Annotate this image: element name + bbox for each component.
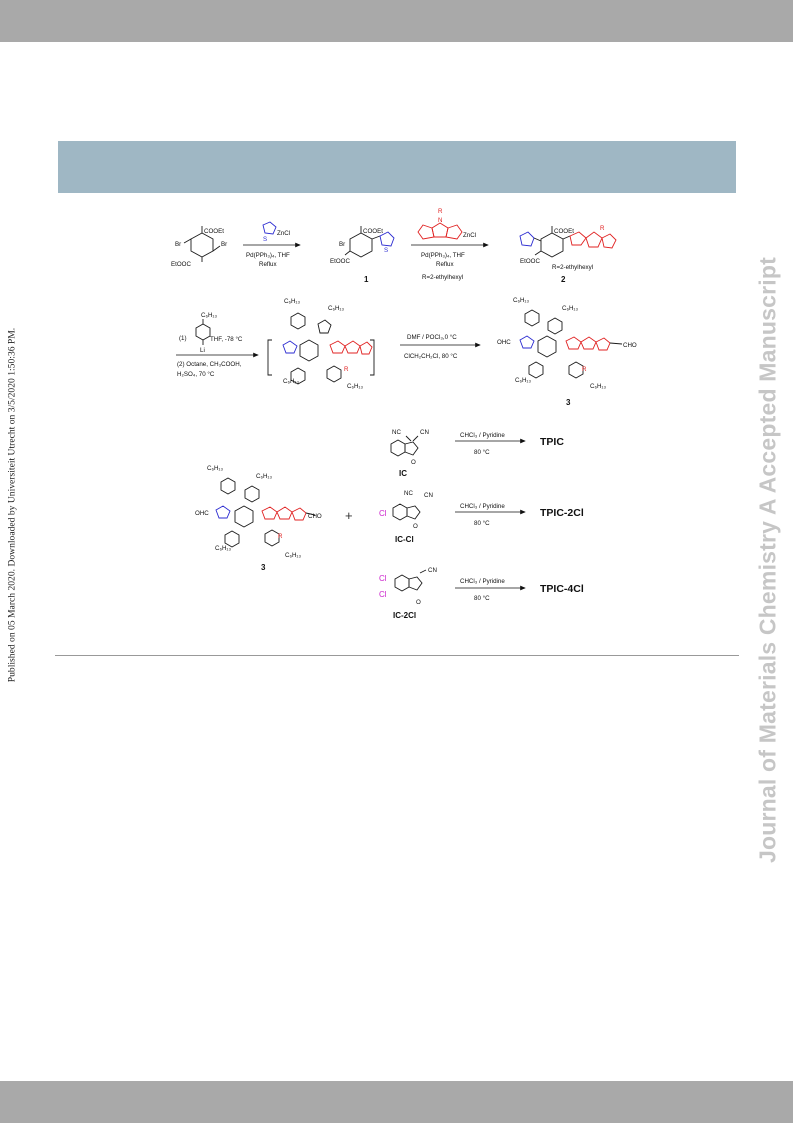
acceptor-ic-cl: NC CN Cl O IC-Cl <box>379 490 433 544</box>
c2-r: R <box>600 225 605 232</box>
int-hexyl-4: C₆H₁₃ <box>347 383 364 390</box>
c1-ester-top: COOEt <box>363 228 383 235</box>
c3r3-hexyl-3: C₆H₁₃ <box>215 545 232 552</box>
compound-2: COOEt R EtOOC R=2-ethylhexyl 2 <box>519 225 617 284</box>
iccl-cn: CN <box>424 492 433 499</box>
intermediate: C₆H₁₃ C₆H₁₃ C₆H₁₃ C₆H₁₃ R <box>267 298 375 390</box>
ic-nc: NC <box>392 429 401 436</box>
c3r3-r: R <box>278 533 283 540</box>
starting-material: COOEt Br Br EtOOC <box>171 226 227 268</box>
reagent2-n: N <box>438 217 442 224</box>
cond1-reflux: Reflux <box>259 261 277 268</box>
cond-temp-3: 80 °C <box>474 595 490 602</box>
reagent2-r: R <box>438 208 443 215</box>
reagent-dtp-zinc: R N ZnCl <box>417 208 476 240</box>
acceptor-ic: NC CN O IC <box>390 429 429 478</box>
li-step-number: (1) <box>179 335 187 342</box>
sm-bromo-1: Br <box>175 241 181 248</box>
compound-3-label-row3: 3 <box>261 563 266 572</box>
sm-ester-top: COOEt <box>204 228 224 235</box>
cond4-vilsmeier: DMF / POCl₃,0 °C <box>407 334 457 341</box>
cond1-catalyst: Pd(PPh₃)₄, THF <box>246 252 290 259</box>
iccl-nc: NC <box>404 490 413 497</box>
ic2cl-oxygen: O <box>416 599 421 606</box>
figure-header-band <box>58 141 736 193</box>
ic2cl-chlorine-2: Cl <box>379 590 387 599</box>
cond4-dce: ClCH₂CH₂Cl, 80 °C <box>404 353 458 360</box>
cond-solvent-3: CHCl₃ / Pyridine <box>460 578 505 585</box>
bottom-bar <box>0 1081 793 1123</box>
reagent-thienylzinc: S ZnCl <box>262 221 290 243</box>
cond2-catalyst: Pd(PPh₃)₄, THF <box>421 252 465 259</box>
compound-3-label-row2: 3 <box>566 398 571 407</box>
cond-temp-2: 80 °C <box>474 520 490 527</box>
ic2cl-cn: CN <box>428 567 437 574</box>
int-hexyl-2: C₆H₁₃ <box>328 305 345 312</box>
compound-3-row2: C₆H₁₃ C₆H₁₃ C₆H₁₃ C₆H₁₃ OHC CHO R 3 <box>497 297 637 407</box>
product-tpic-4cl: TPIC-4Cl <box>540 583 584 595</box>
c3r3-hexyl-1: C₆H₁₃ <box>207 465 224 472</box>
compound-2-label: 2 <box>561 275 566 284</box>
iccl-oxygen: O <box>413 523 418 530</box>
c2-ester-bottom: EtOOC <box>520 258 540 265</box>
top-bar <box>0 0 793 42</box>
c3r3-hexyl-4: C₆H₁₃ <box>285 552 302 559</box>
c3r2-hexyl-2: C₆H₁₃ <box>562 305 579 312</box>
c3r2-hexyl-1: C₆H₁₃ <box>513 297 530 304</box>
li-hexyl: C₆H₁₃ <box>201 312 218 319</box>
cond3-octane: (2) Octane, CH₃COOH, <box>177 361 242 368</box>
cond-solvent-1: CHCl₃ / Pyridine <box>460 432 505 439</box>
li-li: Li <box>200 347 205 354</box>
cond-temp-1: 80 °C <box>474 449 490 456</box>
c2-r-note: R=2-ethylhexyl <box>552 264 593 271</box>
c2-ester-top: COOEt <box>554 228 574 235</box>
c3r2-ohc: OHC <box>497 339 511 346</box>
int-hexyl-1: C₆H₁₃ <box>284 298 301 305</box>
c3r2-cho: CHO <box>623 342 637 349</box>
cond-solvent-2: CHCl₃ / Pyridine <box>460 503 505 510</box>
int-hexyl-3: C₆H₁₃ <box>283 378 300 385</box>
reagent2-znc: ZnCl <box>463 232 476 239</box>
c3r3-cho: CHO <box>308 513 322 520</box>
cond2-r-group: R=2-ethylhexyl <box>422 274 463 281</box>
reagent1-znc: ZnCl <box>277 230 290 237</box>
c1-ester-bottom: EtOOC <box>330 258 350 265</box>
compound-1-label: 1 <box>364 275 369 284</box>
iccl-chlorine: Cl <box>379 509 387 518</box>
plus-sign: + <box>345 508 353 523</box>
sm-bromo-2: Br <box>221 241 227 248</box>
sm-ester-bottom: EtOOC <box>171 261 191 268</box>
c1-sulfur: S <box>384 247 388 254</box>
c3r3-hexyl-2: C₆H₁₃ <box>256 473 273 480</box>
c3r2-hexyl-3: C₆H₁₃ <box>515 377 532 384</box>
ic-oxygen: O <box>411 459 416 466</box>
c1-bromo: Br <box>339 241 345 248</box>
int-r: R <box>344 366 349 373</box>
aryllithium-reagent: C₆H₁₃ Li (1) <box>179 312 218 354</box>
ic-cl-label: IC-Cl <box>395 535 414 544</box>
ic-2cl-label: IC-2Cl <box>393 611 416 620</box>
ic-cn: CN <box>420 429 429 436</box>
cond2-reflux: Reflux <box>436 261 454 268</box>
compound-1: COOEt Br EtOOC S 1 <box>330 226 395 284</box>
reagent1-sulfur: S <box>263 236 267 243</box>
product-tpic: TPIC <box>540 436 564 448</box>
figure-bottom-rule <box>55 655 739 656</box>
cond3-acid: H₂SO₄, 70 °C <box>177 371 215 378</box>
c3r2-hexyl-4: C₆H₁₃ <box>590 383 607 390</box>
c3r3-ohc: OHC <box>195 510 209 517</box>
compound-3-row3: C₆H₁₃ C₆H₁₃ C₆H₁₃ C₆H₁₃ OHC CHO R 3 <box>195 465 322 572</box>
product-tpic-2cl: TPIC-2Cl <box>540 507 584 519</box>
acceptor-ic-2cl: Cl Cl CN O IC-2Cl <box>379 567 437 620</box>
ic2cl-chlorine-1: Cl <box>379 574 387 583</box>
cond3-thf: THF, -78 °C <box>210 336 243 343</box>
ic-label: IC <box>399 469 407 478</box>
c3r2-r: R <box>582 366 587 373</box>
